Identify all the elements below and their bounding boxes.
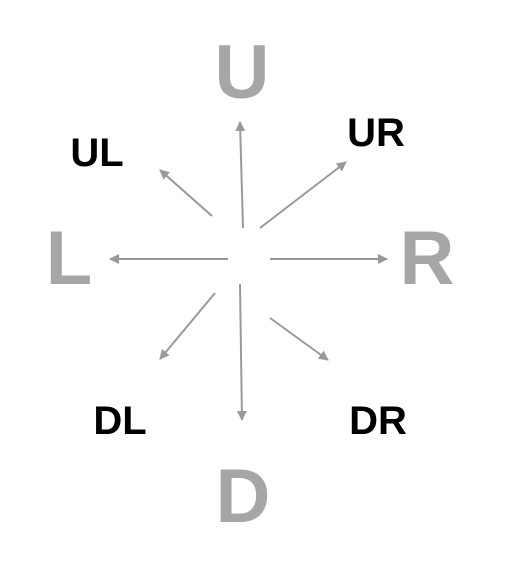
label-down: D — [215, 454, 271, 539]
arrow-up-right — [259, 161, 347, 229]
label-right: R — [399, 216, 455, 301]
label-left: L — [45, 216, 93, 301]
arrow-down-right — [269, 317, 329, 361]
label-up-right: UR — [347, 111, 405, 155]
arrow-up — [235, 121, 246, 229]
label-down-left: DL — [93, 399, 147, 443]
arrow-down — [236, 283, 247, 421]
arrow-down-left — [159, 292, 216, 360]
label-up: U — [214, 30, 270, 115]
arrow-up-left — [159, 169, 213, 217]
label-up-left: UL — [70, 131, 124, 175]
label-down-right: DR — [349, 399, 407, 443]
